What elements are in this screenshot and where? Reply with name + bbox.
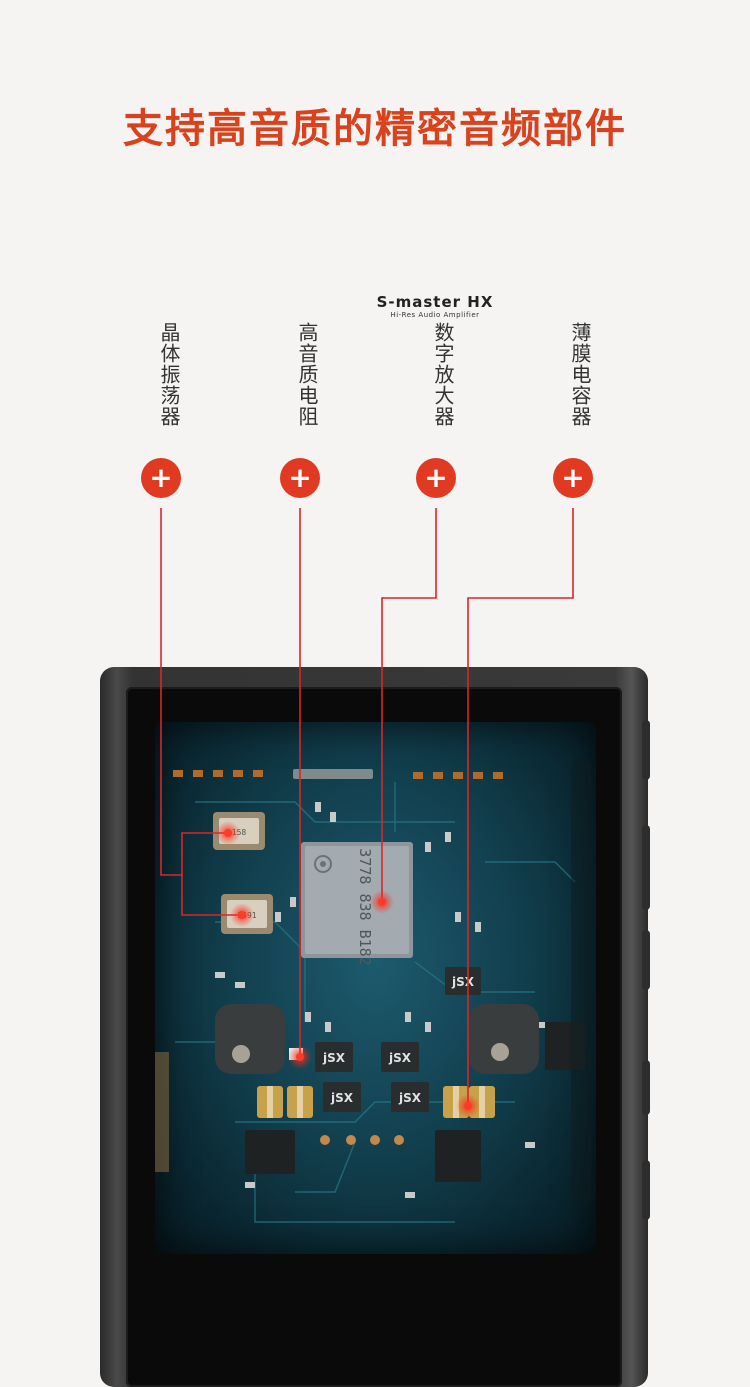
s-master-hx-logo: S-master HX Hi-Res Audio Amplifier — [368, 293, 502, 319]
svg-text:3778 838 B182: 3778 838 B182 — [356, 848, 374, 965]
pcb-small-parts-top — [173, 770, 503, 779]
svg-text:jSX: jSX — [330, 1091, 354, 1105]
right-edge — [571, 762, 591, 1202]
digital-amplifier-chip: 3778 838 B182 — [301, 842, 413, 966]
side-button-3 — [642, 930, 650, 990]
label-crystal-oscillator: 晶体振荡器 — [157, 322, 181, 427]
connector-strip — [293, 769, 373, 779]
label-resistor: 高音质电阻 — [295, 322, 319, 427]
side-button-2 — [642, 825, 650, 910]
inductor-right — [469, 1004, 539, 1074]
pcb-screen: 158 2691 3778 838 B182 — [155, 722, 596, 1254]
pcb-passives — [215, 802, 545, 1198]
expand-digital-amplifier-button[interactable]: + — [416, 458, 456, 498]
s-master-subtitle: Hi-Res Audio Amplifier — [390, 311, 480, 319]
glow-markers — [216, 821, 480, 1118]
film-capacitors — [257, 1086, 495, 1118]
label-digital-amplifier: 数字放大器 — [431, 322, 455, 427]
leader-line-crystal — [160, 508, 226, 876]
expand-resistor-button[interactable]: + — [280, 458, 320, 498]
s-master-brand: S-master HX — [376, 293, 494, 311]
sx-chips — [315, 967, 481, 1112]
label-film-capacitor: 薄膜电容器 — [568, 322, 592, 427]
pcb-board: 158 2691 3778 838 B182 — [155, 762, 591, 1223]
page-title: 支持高音质的精密音频部件 — [123, 106, 627, 152]
leader-line-capacitor — [467, 508, 574, 1105]
sx-markings: jSX jSX jSX jSX jSX — [322, 975, 475, 1105]
leader-line-crystal-2 — [181, 875, 240, 916]
left-flex-connector — [155, 1052, 169, 1172]
expand-film-capacitor-button[interactable]: + — [553, 458, 593, 498]
svg-text:jSX: jSX — [451, 975, 475, 989]
side-button-5 — [642, 1160, 650, 1220]
leader-line-amplifier — [381, 508, 437, 900]
gold-pads — [320, 1135, 404, 1145]
side-button-1 — [642, 720, 650, 780]
svg-text:jSX: jSX — [322, 1051, 346, 1065]
side-button-4 — [642, 1060, 650, 1115]
svg-text:jSX: jSX — [388, 1051, 412, 1065]
expand-crystal-oscillator-button[interactable]: + — [141, 458, 181, 498]
inductor-left — [215, 1004, 285, 1074]
svg-text:jSX: jSX — [398, 1091, 422, 1105]
